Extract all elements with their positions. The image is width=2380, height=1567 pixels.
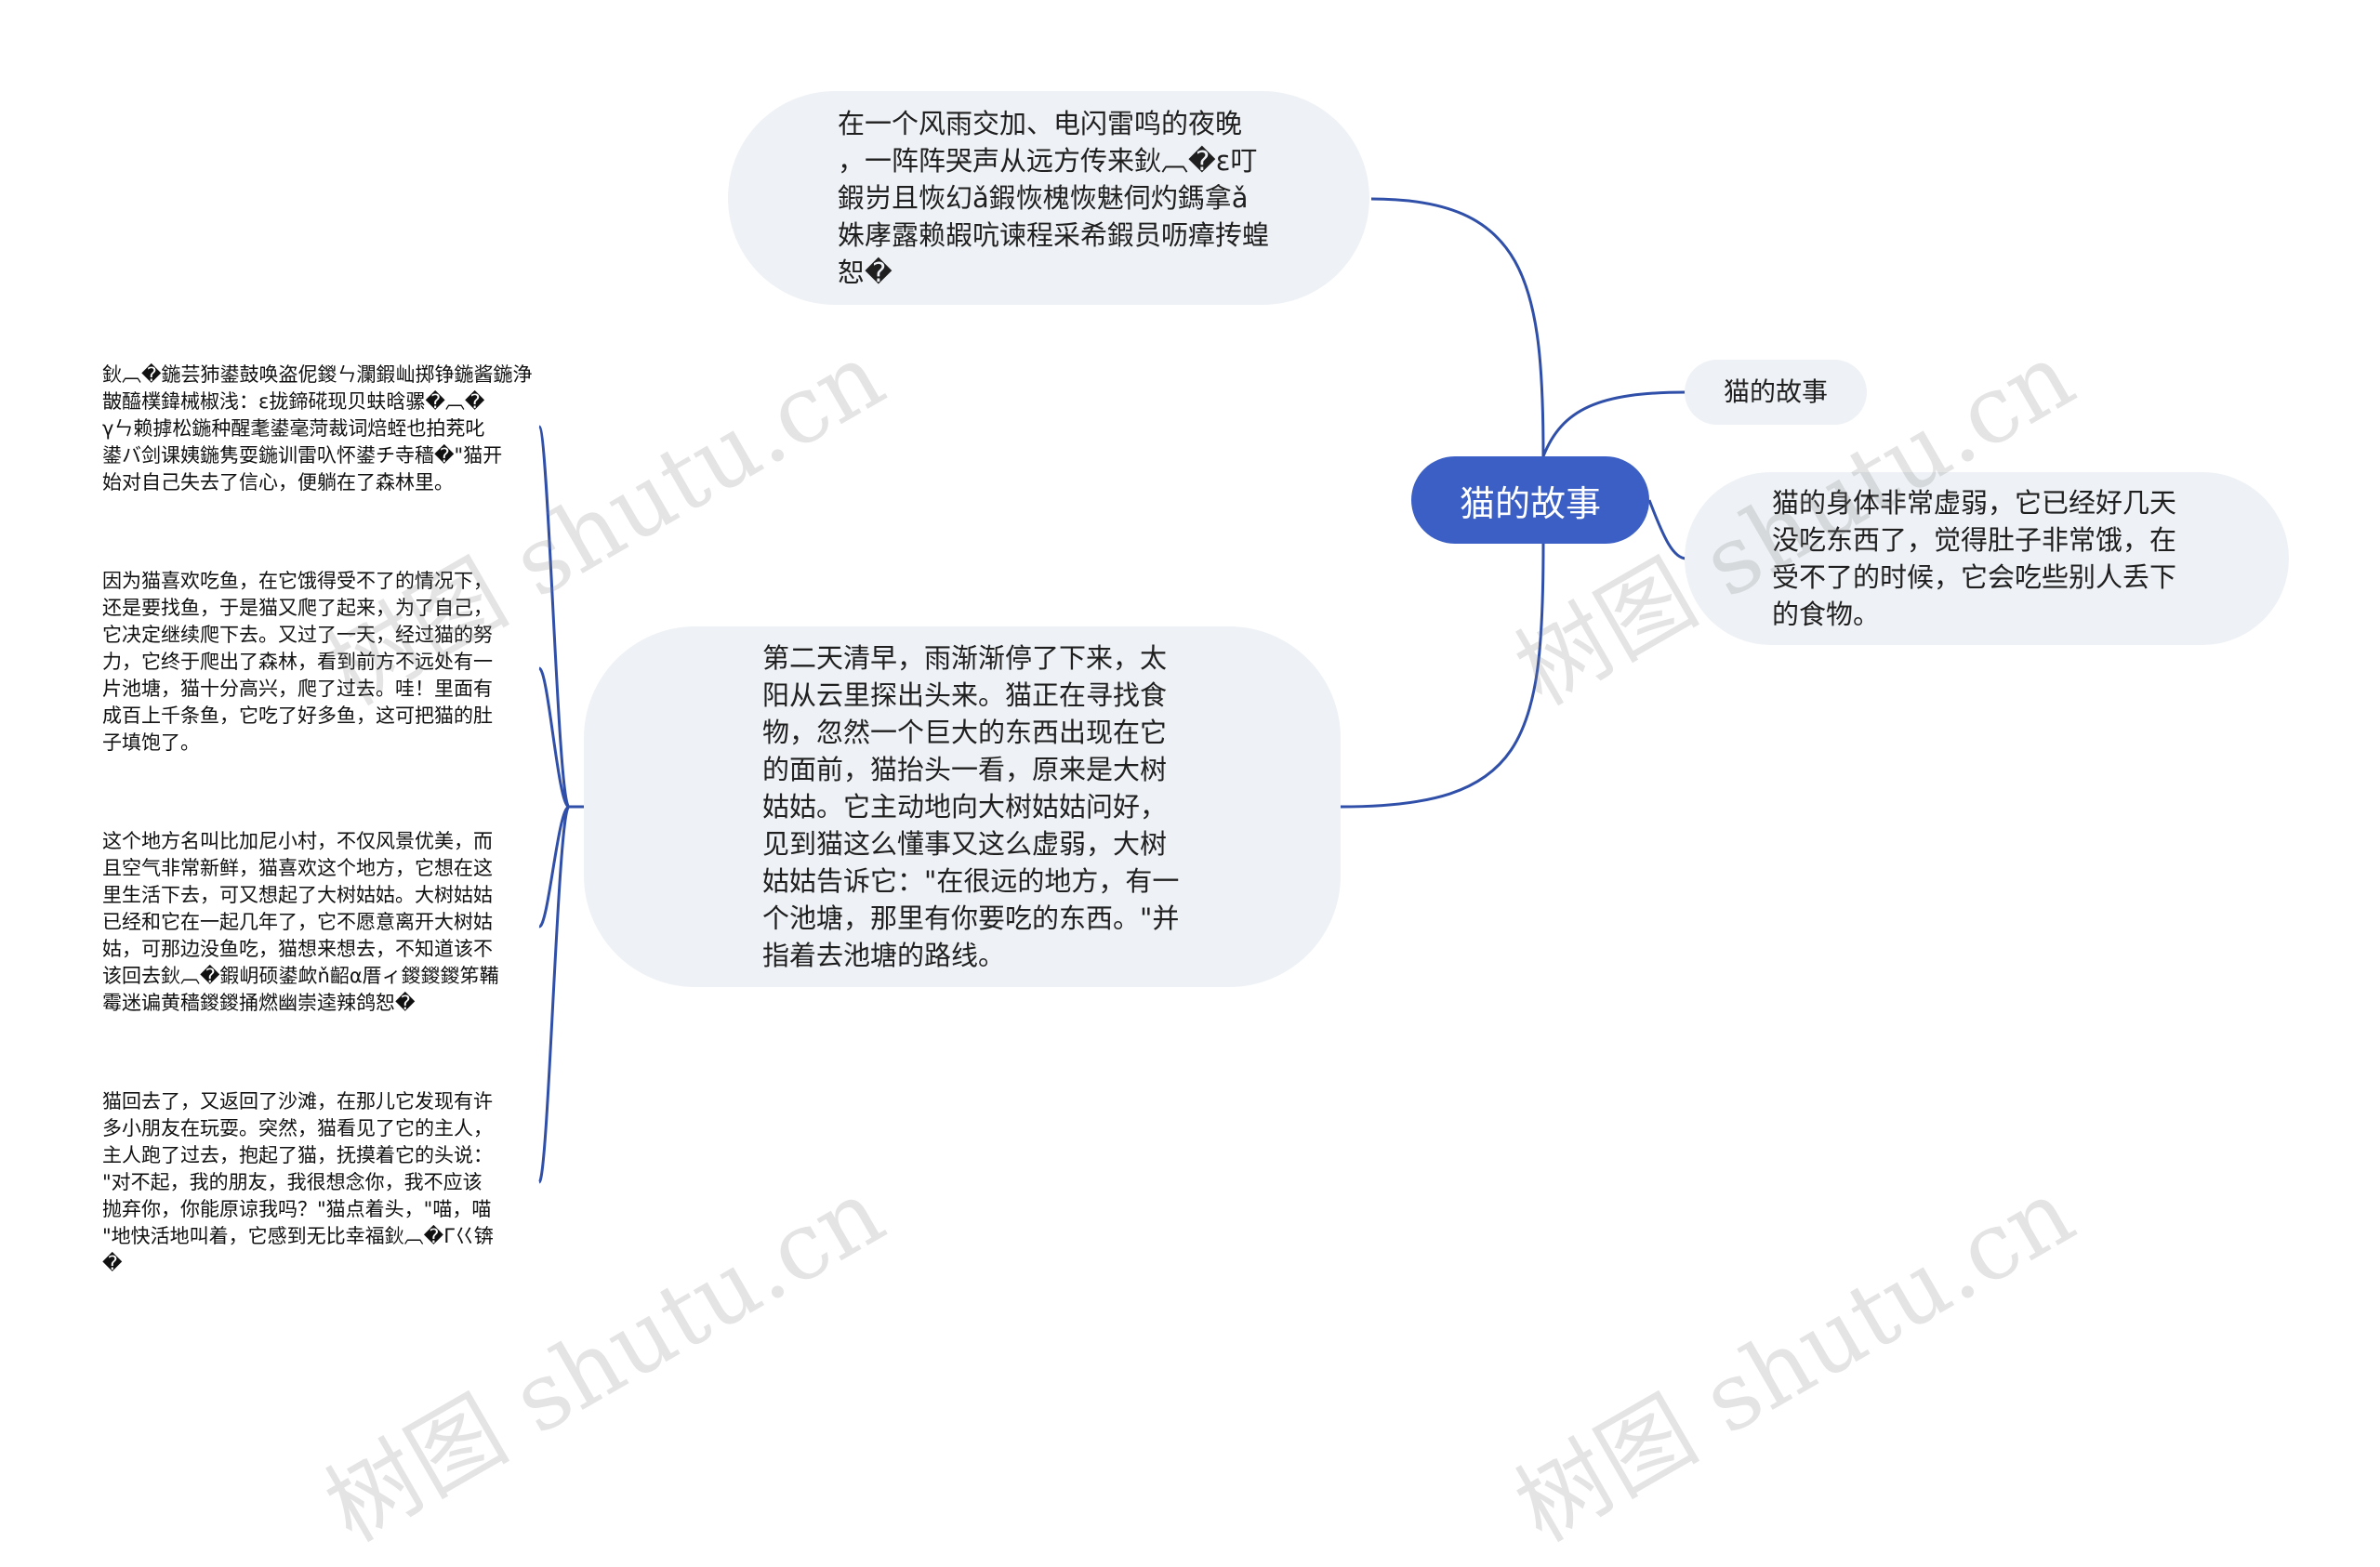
root-topic[interactable]: 猫的故事 (1411, 456, 1649, 544)
leaf-node-4[interactable]: 猫回去了，又返回了沙滩，在那儿它发现有许 多小朋友在玩耍。突然，猫看见了它的主人… (102, 1090, 494, 1274)
connector-root-right (1647, 499, 1687, 560)
leaf-node-3[interactable]: 这个地方名叫比加尼小村，不仅风景优美，而 且空气非常新鲜，猫喜欢这个地方，它想在… (102, 830, 499, 1014)
branch-weak-cat[interactable]: 猫的身体非常虚弱，它已经好几天 没吃东西了，觉得肚子非常饿，在 受不了的时候，它… (1685, 472, 2289, 645)
connector-root-big (1340, 543, 1545, 809)
connector-root-title (1541, 390, 1687, 457)
branch-title[interactable]: 猫的故事 (1685, 360, 1867, 425)
connector-root-top (1370, 197, 1545, 457)
leaf-node-1[interactable]: 鈥︹�鍦芸犻鍙鼓唤盗伲鍐ㄣ瀾鍜屾掷铮鍦酱鍦浄 皵醯樸鍏械椒浅：ε拢鍗硴现贝蚨晗骡… (102, 363, 533, 494)
leaf-node-2[interactable]: 因为猫喜欢吃鱼，在它饿得受不了的情况下， 还是要找鱼，于是猫又爬了起来，为了自己… (102, 570, 493, 754)
branch-top-text: 在一个风雨交加、电闪雷鸣的夜晚 ，一阵阵哭声从远方传来鈥︹�ε叮 鍜岃且恢幻ǎ鍜… (838, 108, 1270, 288)
branch-weak-cat-text: 猫的身体非常虚弱，它已经好几天 没吃东西了，觉得肚子非常饿，在 受不了的时候，它… (1772, 487, 2177, 630)
branch-next-morning[interactable]: 第二天清早，雨渐渐停了下来，太 阳从云里探出头来。猫正在寻找食 物，忽然一个巨大… (584, 626, 1341, 987)
branch-top-night[interactable]: 在一个风雨交加、电闪雷鸣的夜晚 ，一阵阵哭声从远方传来鈥︹�ε叮 鍜岃且恢幻ǎ鍜… (728, 91, 1369, 305)
branch-next-morning-text: 第二天清早，雨渐渐停了下来，太 阳从云里探出头来。猫正在寻找食 物，忽然一个巨大… (762, 642, 1180, 971)
connector-big-leaves (537, 425, 584, 1184)
branch-title-text: 猫的故事 (1723, 376, 1828, 407)
connector-lines (537, 197, 1687, 1184)
